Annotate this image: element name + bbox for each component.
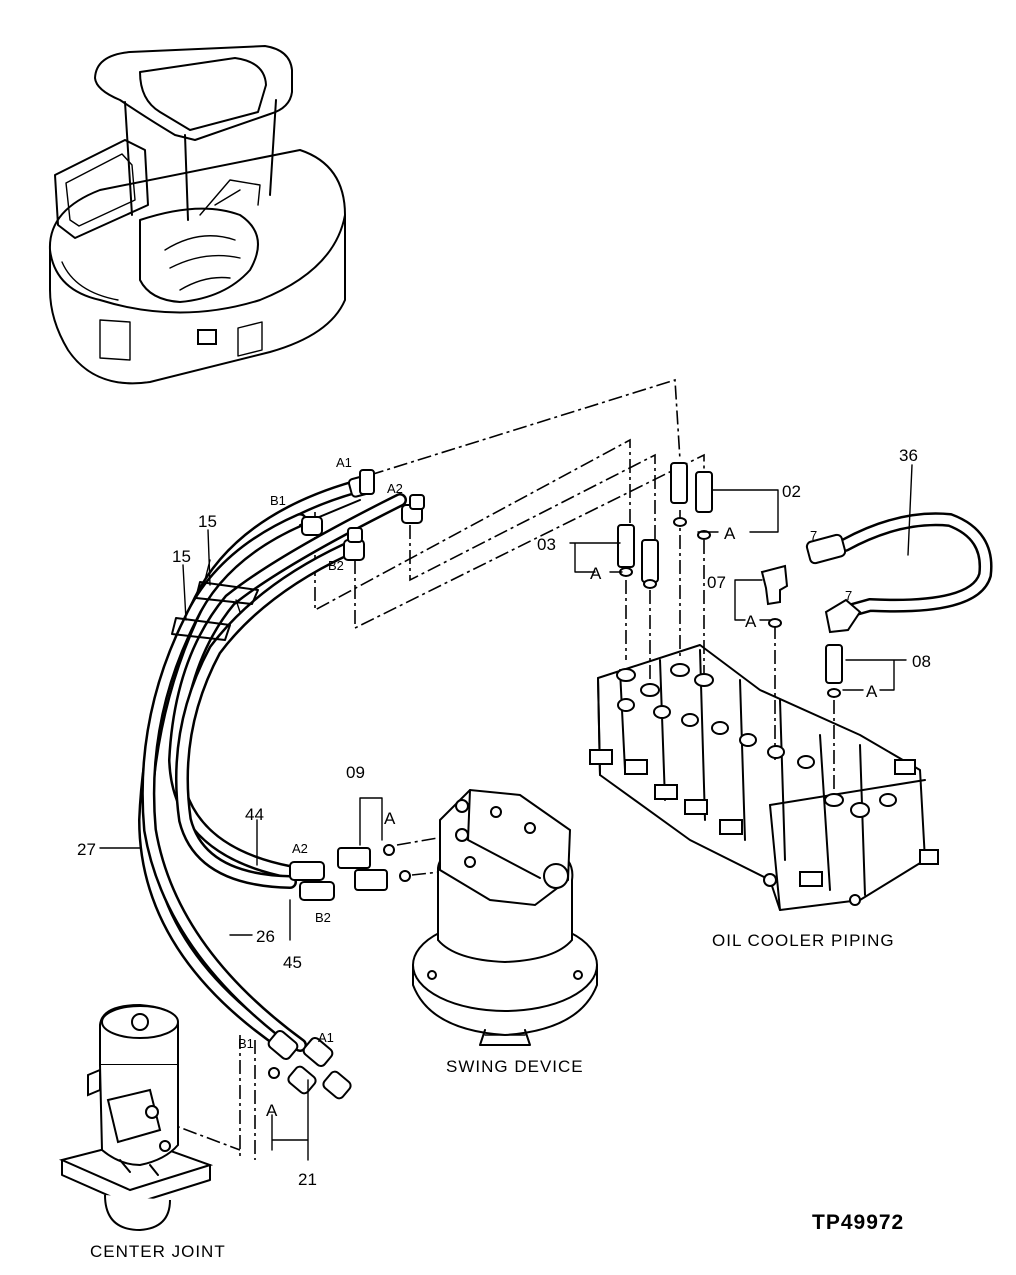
section-a-marks: A A A A A A <box>266 524 878 1120</box>
callout-08: 08 <box>912 652 931 671</box>
mark-a-21: A <box>266 1101 278 1120</box>
callout-02: 02 <box>782 482 801 501</box>
port-a2-swing: A2 <box>292 841 308 856</box>
callout-03: 03 <box>537 535 556 554</box>
hose-end-fittings-upper <box>301 469 425 561</box>
valve-fittings <box>617 462 843 698</box>
callout-21: 21 <box>298 1170 317 1189</box>
hose-end-fittings-swing <box>289 844 411 901</box>
callout-7-lower: 7 <box>845 588 852 603</box>
swing-hoses <box>137 480 407 1052</box>
mark-a-08: A <box>866 682 878 701</box>
port-a2-top: A2 <box>387 481 403 496</box>
callout-09: 09 <box>346 763 365 782</box>
hose-end-fittings-lower <box>267 1030 352 1100</box>
callout-15-upper: 15 <box>198 512 217 531</box>
routing-lines <box>159 378 835 1160</box>
port-labels: A1 A2 B1 B2 A2 B2 B1 A1 <box>238 455 403 1051</box>
mark-a-07: A <box>745 612 757 631</box>
mark-a-02: A <box>724 524 736 543</box>
oil-cooler-piping-caption: OIL COOLER PIPING <box>712 931 895 950</box>
port-b1-top: B1 <box>270 493 286 508</box>
swing-device-illustration <box>412 788 598 1046</box>
swing-device-caption: SWING DEVICE <box>446 1057 584 1076</box>
captions: OIL COOLER PIPING SWING DEVICE CENTER JO… <box>90 931 904 1261</box>
mark-a-09: A <box>384 809 396 828</box>
port-b2-swing: B2 <box>315 910 331 925</box>
center-joint-illustration <box>58 1003 214 1232</box>
callout-15-lower: 15 <box>172 547 191 566</box>
callout-44: 44 <box>245 805 264 824</box>
port-a1-center: A1 <box>318 1030 334 1045</box>
callout-26: 26 <box>256 927 275 946</box>
port-b1-center: B1 <box>238 1036 254 1051</box>
leader-lines <box>99 464 913 1161</box>
control-valve-illustration <box>589 644 939 911</box>
excavator-upperstructure-illustration <box>48 45 346 385</box>
oil-cooler-hose <box>805 512 993 634</box>
mark-a-03: A <box>590 564 602 583</box>
port-a1-top: A1 <box>336 455 352 470</box>
port-b2-top: B2 <box>328 558 344 573</box>
callout-36: 36 <box>899 446 918 465</box>
callout-45: 45 <box>283 953 302 972</box>
callout-07: 07 <box>707 573 726 592</box>
callout-labels: 36 02 03 07 08 09 15 15 27 44 45 26 21 7… <box>77 446 931 1189</box>
callout-27: 27 <box>77 840 96 859</box>
center-joint-caption: CENTER JOINT <box>90 1242 226 1261</box>
drawing-reference-number: TP49972 <box>812 1211 904 1234</box>
callout-7-upper: 7 <box>810 528 817 543</box>
